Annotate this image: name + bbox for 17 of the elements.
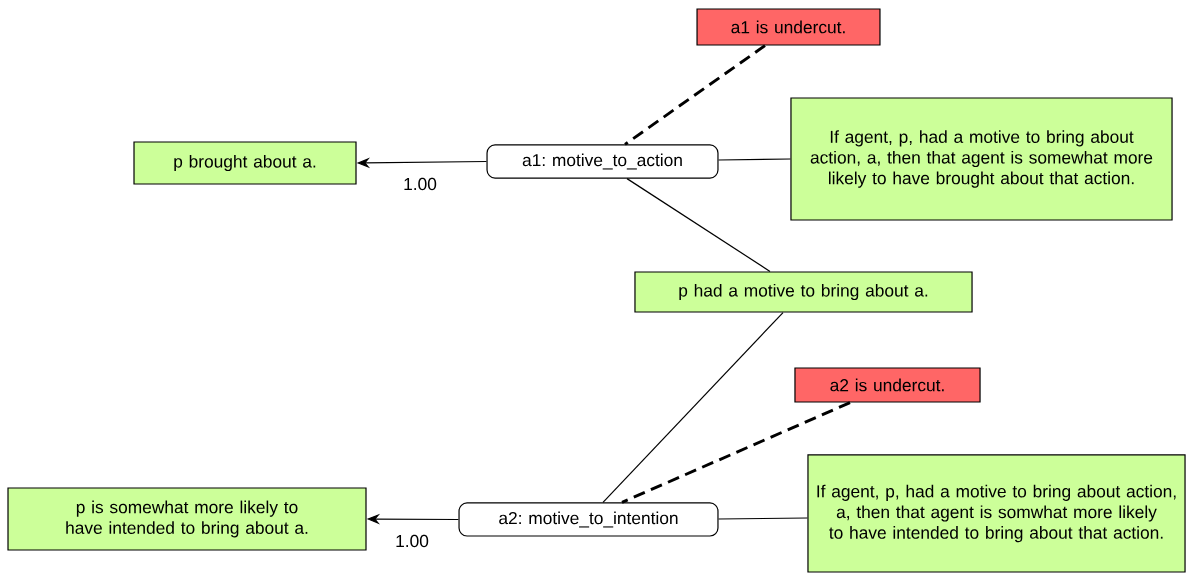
edge-label: 1.00 [401,176,439,192]
connector [624,44,766,146]
claim-box: p brought about a. [133,141,357,185]
undercut-box: a1 is undercut. [696,8,881,46]
scheme-box: a1: motive_to_action [486,144,719,179]
edge-label: 1.00 [393,533,431,549]
connector [602,312,784,503]
connector [717,517,808,520]
connector [626,178,771,272]
scheme-box: a2: motive_to_intention [458,502,719,537]
claim-box: p had a motive to bring about a. [634,271,973,313]
claim-box: p is somewhat more likely to have intended to bring about a. [7,487,367,551]
connector [717,158,791,161]
undercut-box: a2 is undercut. [794,367,981,403]
claim-box: If agent, p, had a motive to bring about action, a, then that agent is somewhat more likely to have brought about that action. [790,97,1173,221]
connector [621,401,851,504]
claim-box: If agent, p, had a motive to bring about action, a, then that agent is somwhat more likely to have intended to bring about that action. [807,454,1186,573]
